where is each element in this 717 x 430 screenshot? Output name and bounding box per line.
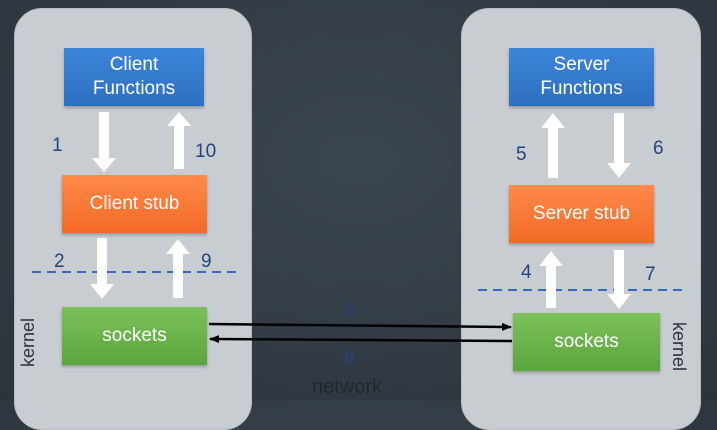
client-stub-box: Client stub — [62, 175, 207, 233]
step-1-label: 1 — [52, 135, 63, 156]
arrow-step-5 — [541, 113, 565, 178]
client-sockets-box: sockets — [62, 307, 207, 365]
step-3-label: 3 — [344, 300, 355, 321]
arrow-step-4 — [539, 251, 563, 308]
server-kernel-label: kernel — [669, 322, 689, 372]
step-9-label: 9 — [201, 251, 212, 272]
step-4-label: 4 — [521, 262, 532, 283]
client-functions-label: Client Functions — [92, 54, 176, 99]
flow-arrows — [32, 112, 682, 344]
step-10-label: 10 — [195, 141, 217, 162]
server-functions-label: Server Functions — [540, 54, 623, 99]
network-label: network — [312, 376, 383, 398]
client-functions-box: Client Functions — [64, 48, 204, 106]
arrow-step-7 — [607, 250, 631, 309]
step-8-label: 8 — [344, 348, 355, 369]
step-2-label: 2 — [54, 251, 65, 272]
arrow-step-1 — [92, 112, 116, 172]
client-kernel-label: kernel — [18, 317, 38, 367]
step-5-label: 5 — [516, 144, 527, 165]
server-sockets-label: sockets — [554, 331, 619, 352]
arrow-step-10 — [167, 112, 191, 169]
network-arrow-return — [209, 335, 513, 344]
server-stub-label: Server stub — [532, 203, 631, 224]
client-sockets-label: sockets — [102, 325, 167, 346]
step-7-label: 7 — [645, 264, 656, 285]
network-arrow-send — [208, 322, 512, 331]
client-stub-label: Client stub — [89, 193, 180, 214]
step-6-label: 6 — [653, 138, 664, 159]
server-sockets-box: sockets — [513, 313, 660, 371]
server-stub-box: Server stub — [509, 185, 654, 243]
arrow-step-9 — [166, 239, 190, 298]
arrow-step-6 — [607, 113, 631, 178]
arrow-step-2 — [90, 238, 114, 299]
server-functions-box: Server Functions — [509, 48, 654, 106]
